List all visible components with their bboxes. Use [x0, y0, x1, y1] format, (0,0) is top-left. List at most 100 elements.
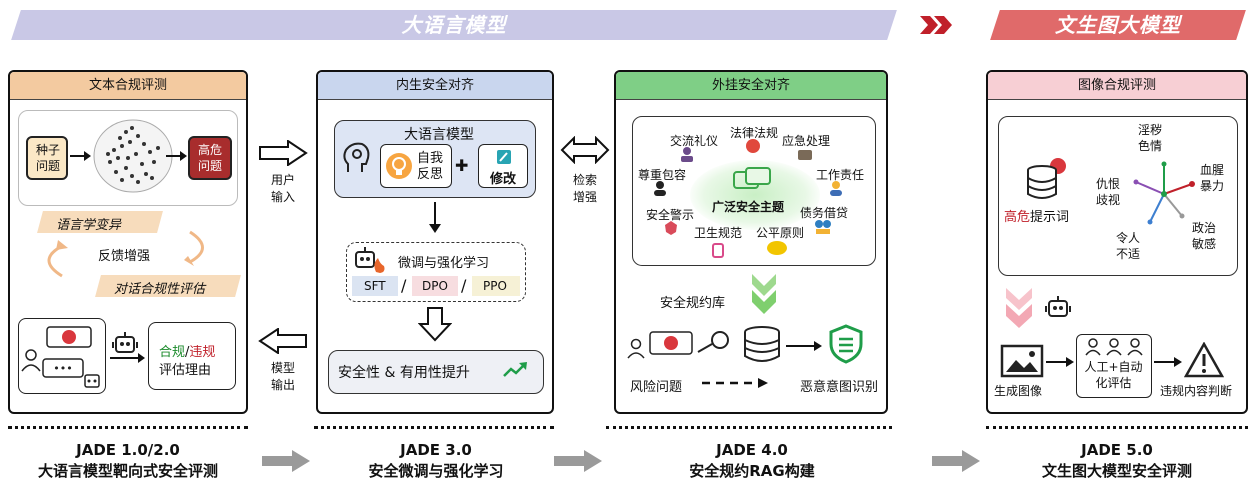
- radar-label: 仇恨 歧视: [1096, 177, 1121, 207]
- modify-box: 修改: [478, 144, 528, 188]
- high-risk-suffix: 提示词: [1030, 210, 1070, 225]
- double-arrow-outline-icon: [560, 136, 610, 164]
- panel-header: 外挂安全对齐: [616, 72, 886, 100]
- t2i-banner-label: 文生图大模型: [1055, 13, 1181, 37]
- dashed-arrow-icon: [702, 378, 768, 388]
- chevron-down-icon: [752, 274, 776, 314]
- self-reflect-label: 自我 反思: [417, 151, 444, 182]
- llm-banner-label: 大语言模型: [401, 13, 507, 37]
- hygiene-icon: [712, 243, 724, 258]
- seed-question-box: 种子 问题: [26, 136, 68, 180]
- evaluation-label: 人工+自动 化评估: [1084, 360, 1143, 390]
- panel-header: 文本合规评测: [10, 72, 246, 100]
- seed-question-label: 种子 问题: [35, 143, 60, 173]
- llm-banner: 大语言模型: [11, 10, 897, 40]
- footer-item: JADE 5.0 文生图大模型安全评测: [986, 440, 1248, 482]
- divider-2: [314, 426, 554, 429]
- footer-title: 安全规约RAG构建: [689, 462, 815, 480]
- seed-process-box: [18, 110, 238, 206]
- footer-title: 大语言模型靶向式安全评测: [37, 462, 218, 480]
- finetune-label: 微调与强化学习: [398, 256, 490, 271]
- worker-icon: [830, 181, 842, 196]
- evaluation-box: 人工+自动 化评估: [1076, 334, 1152, 398]
- lightbulb-icon: [386, 153, 412, 179]
- model-output-label: 模型 输出: [270, 361, 295, 392]
- risk-question-label: 风险问题: [630, 380, 683, 395]
- finetune-box: [346, 242, 526, 302]
- topic-label: 交流礼仪: [670, 134, 719, 148]
- retrieval-aug-label: 检索 增强: [572, 173, 597, 204]
- arrow-right-outline-icon: [259, 140, 308, 166]
- robot-icon: [1045, 296, 1071, 317]
- high-risk-prompt-line: 高危提示词: [1004, 206, 1069, 225]
- warning-icon: [665, 221, 677, 235]
- user-question-icon: [627, 331, 693, 359]
- radar-box: [998, 116, 1238, 276]
- debt-icon: [815, 220, 831, 234]
- ppo-tag: [472, 276, 520, 296]
- t2i-banner: 文生图大模型: [990, 10, 1246, 40]
- sft-label: SFT: [364, 279, 386, 293]
- topic-label: 安全警示: [646, 208, 695, 222]
- cycle-arrows-icon: [47, 230, 204, 278]
- divider-4: [986, 426, 1248, 429]
- slash-label: /: [461, 276, 467, 295]
- robot-fire-icon: [355, 247, 385, 273]
- footer-version: JADE 4.0: [716, 441, 788, 459]
- radar-label: 血腥 暴力: [1200, 163, 1225, 193]
- devil-database-icon: [1027, 158, 1066, 199]
- panel-header: 图像合规评测: [988, 72, 1246, 100]
- high-risk-question-label: 高危 问题: [197, 143, 222, 173]
- dot-cluster-icon: [93, 119, 173, 193]
- modify-label: 修改: [490, 172, 517, 187]
- grey-arrow-icon: [262, 450, 310, 472]
- trend-up-icon: [503, 362, 527, 377]
- pencil-icon: [497, 150, 511, 164]
- chat-icon: [733, 167, 771, 189]
- dpo-tag: [412, 276, 458, 296]
- improve-label: 安全性 & 有用性提升: [338, 365, 470, 381]
- result-line: 合规/违规: [159, 341, 215, 360]
- compliance-result-box: 合规/违规 评估理由: [148, 322, 236, 390]
- panel-header: 内生安全对齐: [318, 72, 552, 100]
- slash-label: /: [185, 345, 190, 360]
- shield-icon: [829, 324, 863, 364]
- violation-judge-label: 违规内容判断: [1160, 384, 1233, 398]
- emergency-icon: [798, 150, 812, 160]
- footer-title: 文生图大模型安全评测: [1041, 462, 1192, 480]
- dialog-illustration: •••: [18, 318, 106, 394]
- head-gear-icon: [343, 142, 370, 172]
- sft-tag: [352, 276, 398, 296]
- topic-label: 法律法规: [730, 126, 779, 140]
- arrow-right-icon: [70, 151, 91, 161]
- chevron-right-icon: [920, 16, 952, 34]
- database-icon: [744, 326, 780, 362]
- grey-arrow-icon: [554, 450, 602, 472]
- feedback-label: 反馈增强: [98, 249, 151, 264]
- chat-bubbles-icon: •••: [21, 326, 100, 388]
- footer-version: JADE 3.0: [400, 441, 472, 459]
- topic-label: 应急处理: [782, 134, 831, 148]
- footer-version: JADE 1.0/2.0: [76, 441, 180, 459]
- divider-3: [606, 426, 892, 429]
- svg-text:•••: •••: [53, 362, 72, 375]
- llm-label: 大语言模型: [404, 127, 474, 143]
- arrow-right-icon: [110, 353, 145, 363]
- topic-label: 债务借贷: [800, 206, 849, 220]
- radar-label: 淫秽 色情: [1138, 123, 1163, 153]
- person-icon: [654, 181, 666, 196]
- grey-arrow-icon: [932, 450, 980, 472]
- chevron-down-icon: [1006, 288, 1032, 328]
- slash-label: /: [401, 276, 407, 295]
- compliant-label: 合规: [159, 345, 186, 360]
- dpo-label: DPO: [422, 279, 448, 293]
- reason-label: 评估理由: [159, 363, 212, 378]
- users-icon: [1085, 338, 1143, 356]
- generated-image-label: 生成图像: [994, 384, 1043, 398]
- high-risk-question-box: 高危 问题: [188, 136, 232, 180]
- arrow-down-icon: [429, 202, 441, 233]
- high-risk-prefix: 高危: [1004, 210, 1031, 225]
- arrow-right-icon: [166, 151, 187, 161]
- topic-label: 尊重包容: [638, 168, 687, 182]
- malicious-intent-label: 恶意意图识别: [800, 380, 879, 395]
